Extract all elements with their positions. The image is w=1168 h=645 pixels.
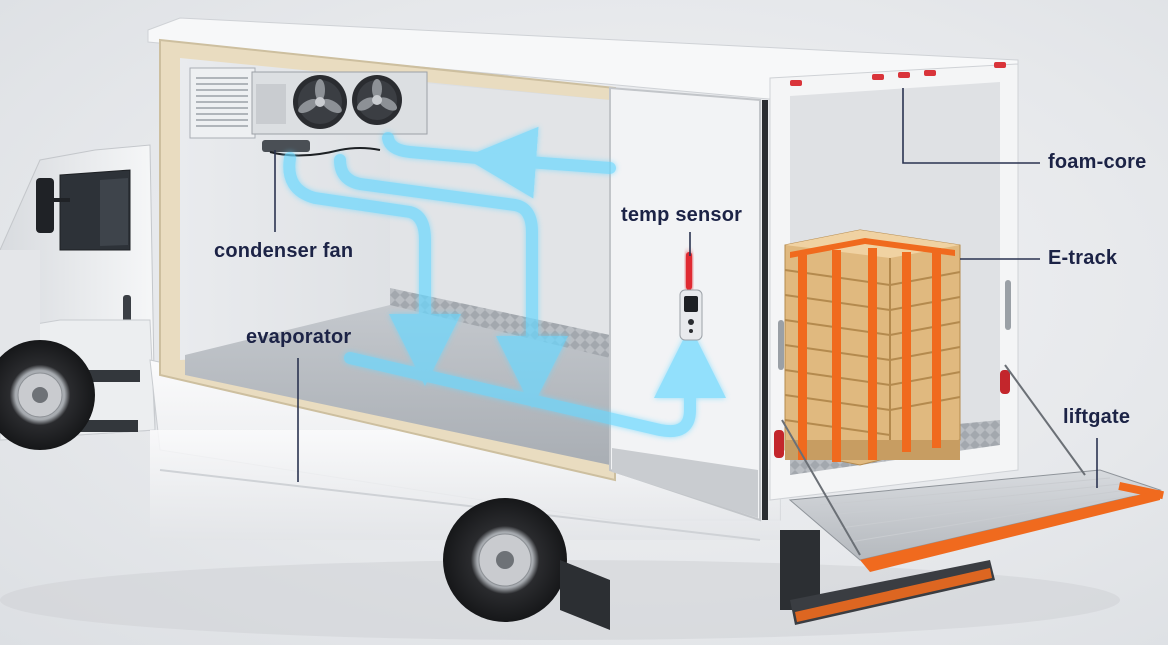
- marker-light: [924, 70, 936, 76]
- front-wheel: [0, 340, 95, 450]
- liftgate-platform: [780, 364, 1165, 625]
- thermometer-sensor-icon: [679, 252, 703, 341]
- marker-light: [994, 62, 1006, 68]
- tail-light: [1000, 370, 1010, 394]
- leader-lines: [274, 88, 1098, 488]
- leader-foam-core: [902, 88, 1040, 164]
- label-liftgate: liftgate: [1063, 406, 1131, 428]
- fan-icon: [352, 75, 402, 125]
- cargo-straps: [790, 238, 955, 462]
- airflow-arrows: [283, 126, 726, 437]
- cargo-pallets: [784, 229, 961, 466]
- label-evaporator: evaporator: [246, 326, 352, 348]
- marker-light: [898, 72, 910, 78]
- side-mirror: [36, 178, 54, 233]
- label-condenser-fan: condenser fan: [214, 240, 354, 262]
- label-temp-sensor: temp sensor: [621, 204, 743, 226]
- fan-icon: [293, 75, 347, 129]
- tail-light: [774, 430, 784, 458]
- marker-light: [872, 74, 884, 80]
- refrigeration-unit: [189, 67, 428, 157]
- label-foam-core: foam-core: [1048, 151, 1147, 173]
- label-e-track: E-track: [1048, 247, 1118, 269]
- mud-flap: [560, 560, 610, 630]
- rear-wheel: [443, 498, 610, 630]
- door-handle: [123, 295, 131, 323]
- marker-light: [790, 80, 802, 86]
